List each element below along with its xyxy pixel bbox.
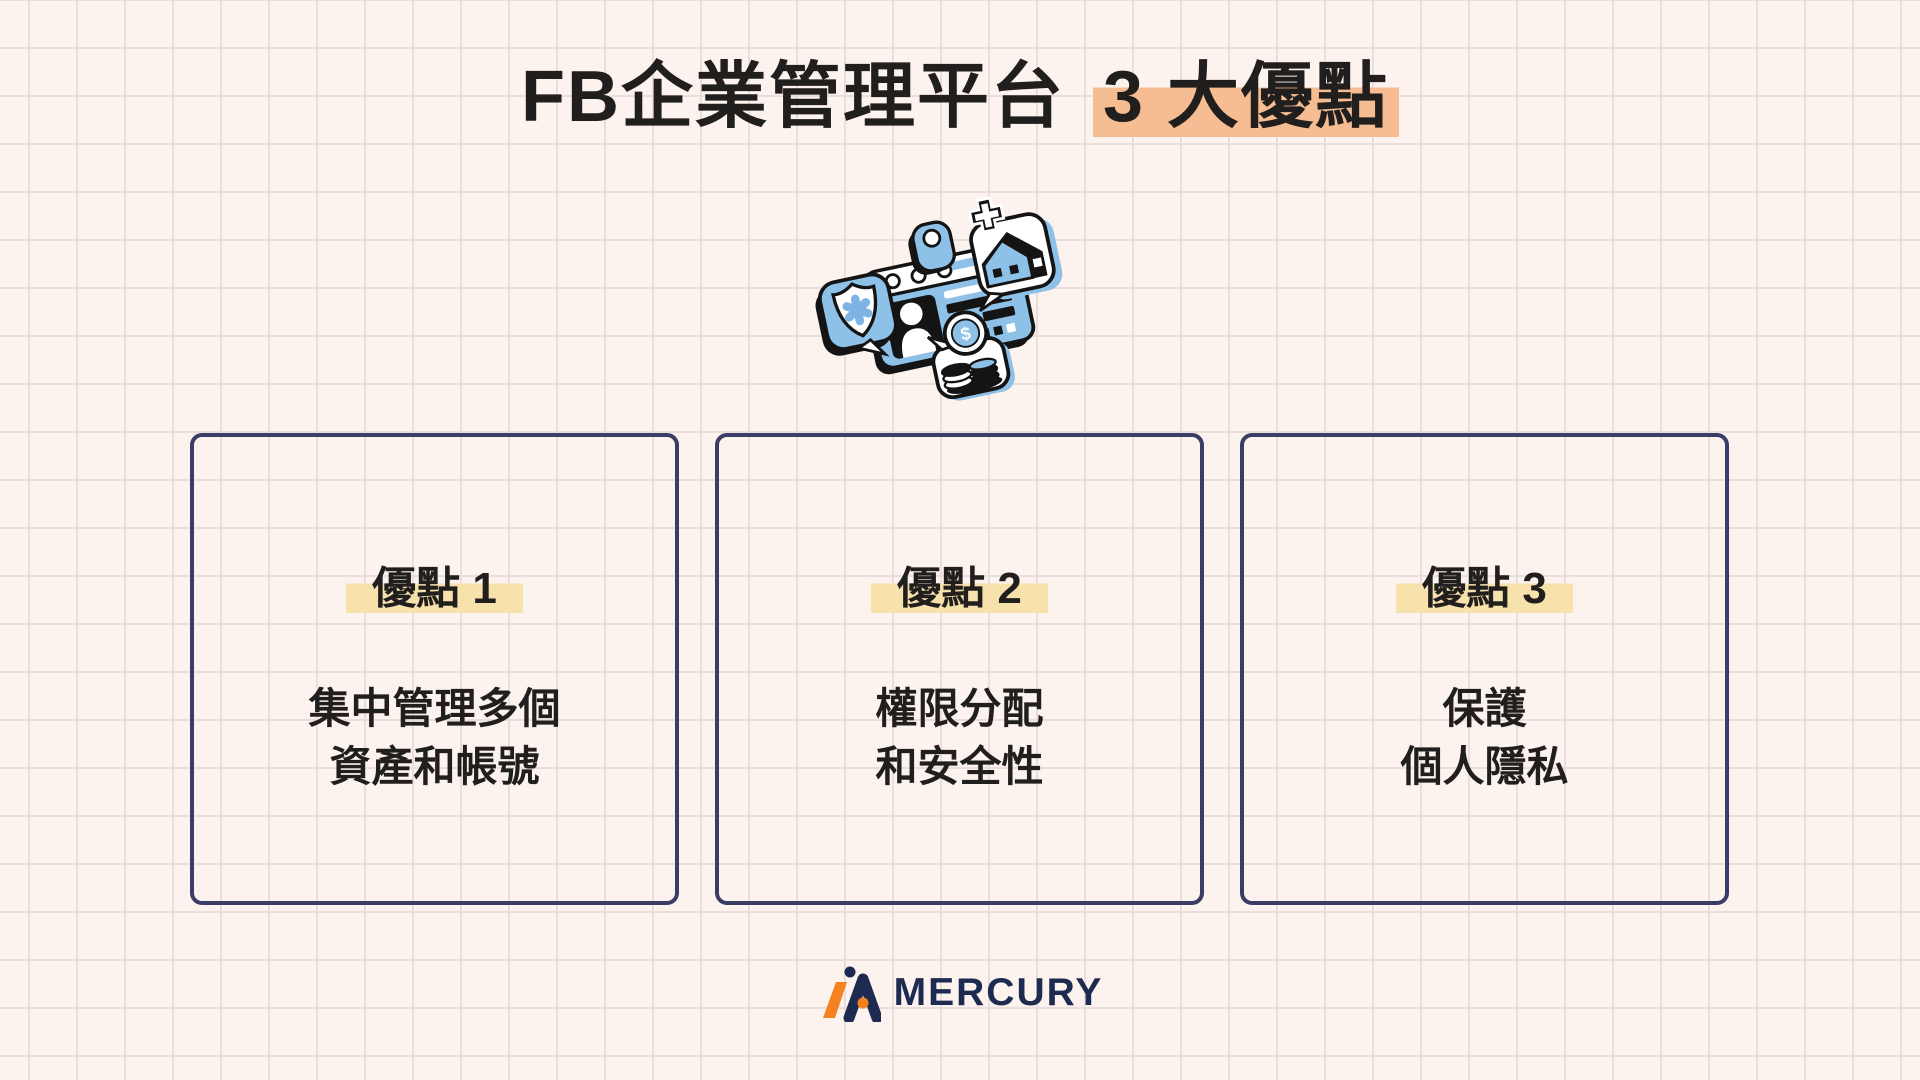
- brand-name: MERCURY: [893, 971, 1104, 1014]
- benefit-card-description: 權限分配 和安全性: [719, 680, 1200, 796]
- page-title: FB企業管理平台 3 大優點: [0, 52, 1920, 142]
- dollar-coin-icon: $: [942, 310, 989, 356]
- benefit-card-description: 集中管理多個 資產和帳號: [194, 680, 675, 796]
- benefit-line: 保護: [1442, 684, 1527, 732]
- user-avatar-icon: [883, 294, 945, 359]
- benefit-line: 和安全性: [875, 742, 1044, 790]
- benefit-card-label-text: 優點 3: [1396, 564, 1573, 613]
- svg-text:$: $: [959, 323, 973, 345]
- benefit-line: 資產和帳號: [329, 742, 540, 790]
- benefit-card-3: 優點 3 保護 個人隱私: [1240, 433, 1729, 905]
- benefit-card-label: 優點 1: [194, 563, 675, 616]
- house-icon: [967, 196, 1063, 312]
- benefit-card-label-text: 優點 1: [346, 564, 523, 613]
- benefit-line: 個人隱私: [1400, 742, 1569, 790]
- benefit-card-description: 保護 個人隱私: [1244, 680, 1725, 796]
- logo-mark-icon: [822, 966, 881, 1022]
- benefit-card-2: 優點 2 權限分配 和安全性: [715, 433, 1204, 905]
- benefit-cards-row: 優點 1 集中管理多個 資產和帳號 優點 2 權限分配 和安全性 優點 3 保護…: [190, 433, 1730, 905]
- benefit-card-label: 優點 3: [1244, 563, 1725, 616]
- benefit-card-label-text: 優點 2: [871, 564, 1048, 613]
- benefit-card-label: 優點 2: [719, 563, 1200, 616]
- benefit-line: 集中管理多個: [308, 684, 561, 732]
- benefit-card-1: 優點 1 集中管理多個 資產和帳號: [190, 433, 679, 905]
- id-card-illustration-svg: $: [815, 196, 1063, 401]
- shield-icon: [815, 272, 898, 357]
- clip-icon: [908, 220, 956, 275]
- business-id-card-illustration: $: [806, 196, 1078, 408]
- page-title-text: FB企業管理平台: [520, 57, 1065, 137]
- brand-logo: MERCURY: [0, 964, 1920, 1022]
- page-title-highlight: 3 大優點: [1092, 57, 1400, 137]
- benefit-line: 權限分配: [875, 684, 1044, 732]
